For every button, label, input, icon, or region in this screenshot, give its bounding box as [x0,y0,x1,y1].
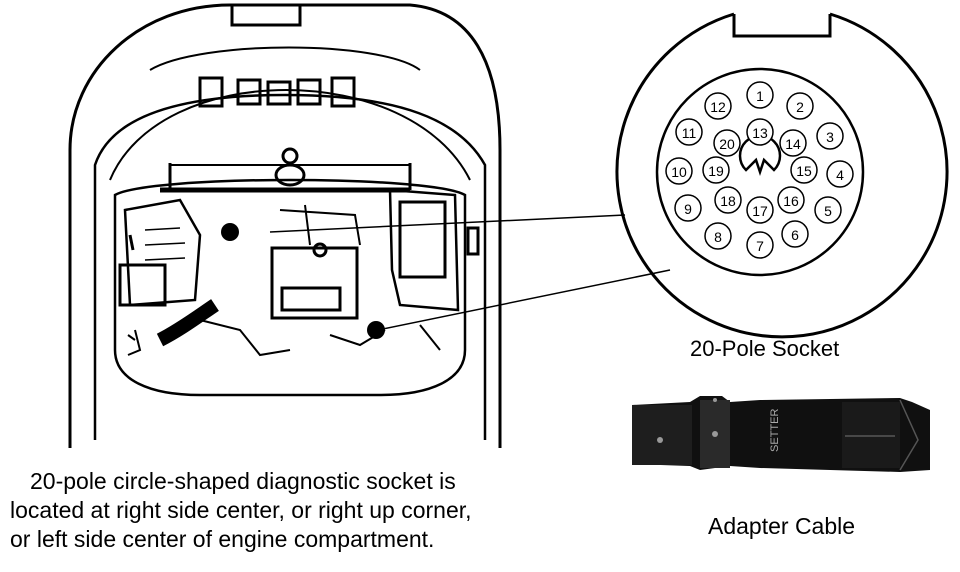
car-engine-compartment-drawing [68,3,502,448]
description-line-1: 20-pole circle-shaped diagnostic socket … [30,468,456,494]
socket-pin-1 [746,81,774,109]
leader-line-upper [269,214,626,233]
socket-pin-label-20: 20 [719,136,735,152]
adapter-cable-image: SETTER [632,396,930,472]
socket-location-left-dot [221,223,239,241]
socket-pin-8 [704,222,732,250]
socket-pin-4 [826,160,854,188]
socket-pin-16 [777,186,805,214]
socket-pin-14 [779,129,807,157]
socket-pin-label-5: 5 [824,203,832,219]
socket-pin-9 [674,194,702,222]
socket-pin-11 [675,118,703,146]
socket-pin-3 [816,122,844,150]
socket-pin-label-12: 12 [710,99,726,115]
socket-location-markers [221,214,671,339]
socket-pin-7 [746,231,774,259]
socket-pin-label-3: 3 [826,129,834,145]
socket-pin-label-19: 19 [708,163,724,179]
socket-pin-13 [746,118,774,146]
socket-pin-label-8: 8 [714,229,722,245]
socket-inner-ring [655,67,865,277]
socket-location-description: 20-pole circle-shaped diagnostic socket … [10,467,590,554]
socket-pin-15 [790,156,818,184]
socket-pin-label-9: 9 [684,201,692,217]
socket-pin-label-11: 11 [682,125,697,141]
socket-pin-label-7: 7 [756,238,764,254]
socket-key-notch [732,14,832,38]
socket-pin-label-18: 18 [720,193,736,209]
socket-pin-12 [704,92,732,120]
description-line-3: or left side center of engine compartmen… [10,526,435,552]
socket-pin-6 [781,220,809,248]
socket-location-right-dot [367,321,385,339]
socket-pin-18 [714,186,742,214]
socket-pin-label-2: 2 [796,99,804,115]
socket-pin-17 [746,196,774,224]
socket-pin-5 [814,196,842,224]
adapter-cable-caption: Adapter Cable [708,513,856,539]
socket-pin-label-6: 6 [791,227,799,243]
socket-pin-2 [786,92,814,120]
socket-pin-label-16: 16 [783,193,799,209]
socket-pin-19 [702,156,730,184]
socket-pin-label-1: 1 [756,88,764,104]
socket-pin-label-17: 17 [752,203,768,219]
leader-line-lower [377,269,671,331]
socket-pin-20 [713,129,741,157]
socket-pin-label-10: 10 [671,164,687,180]
socket-pin-label-13: 13 [752,125,768,141]
cable-print-text: SETTER [769,409,781,452]
socket-outer-ring [615,12,949,339]
socket-pin-label-14: 14 [785,136,801,152]
description-line-2: located at right side center, or right u… [10,497,472,523]
socket-caption: 20-Pole Socket [690,336,840,361]
socket-pin-10 [665,157,693,185]
socket-pin-label-4: 4 [836,167,844,183]
socket-pin-label-15: 15 [796,163,812,179]
